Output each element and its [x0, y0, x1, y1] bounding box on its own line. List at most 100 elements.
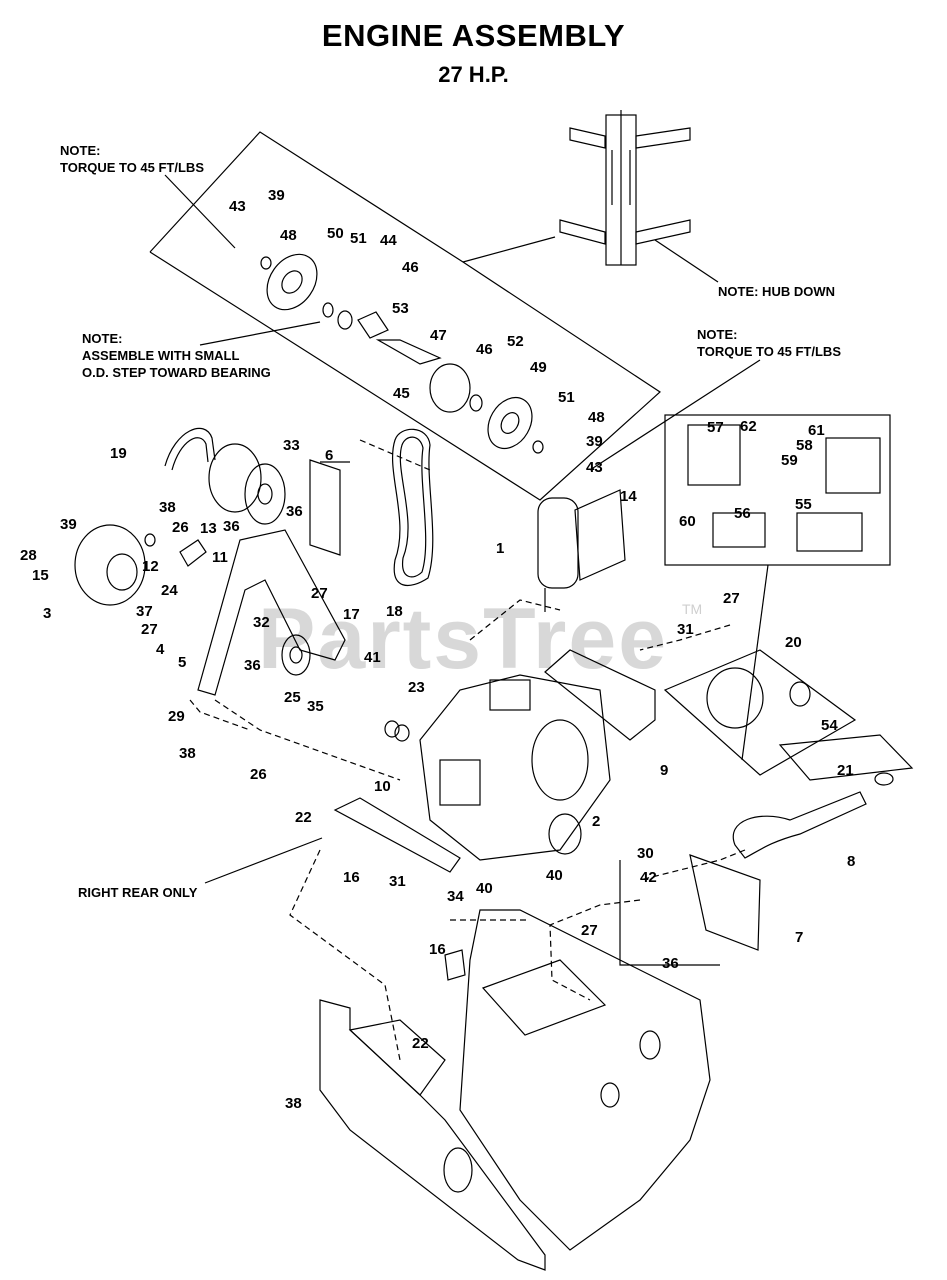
- callout-1: 1: [496, 540, 504, 557]
- hub-detail: [559, 110, 691, 266]
- callout-25: 25: [284, 689, 301, 706]
- callout-57: 57: [707, 419, 724, 436]
- callout-17: 17: [343, 606, 360, 623]
- callout-51: 51: [350, 230, 367, 247]
- watermark-tm: TM: [682, 601, 702, 617]
- callout-56: 56: [734, 505, 751, 522]
- callout-40: 40: [476, 880, 493, 897]
- note-assemble-step: NOTE: ASSEMBLE WITH SMALL O.D. STEP TOWA…: [82, 331, 271, 380]
- callout-36: 36: [662, 955, 679, 972]
- callout-23: 23: [408, 679, 425, 696]
- callout-52: 52: [507, 333, 524, 350]
- callout-49: 49: [530, 359, 547, 376]
- callout-36: 36: [286, 503, 303, 520]
- pulley-19-hub: [208, 443, 286, 525]
- callout-39: 39: [586, 433, 603, 450]
- callout-33: 33: [283, 437, 300, 454]
- callout-6: 6: [325, 447, 333, 464]
- callout-46: 46: [402, 259, 419, 276]
- note-torque-left: NOTE: TORQUE TO 45 FT/LBS: [60, 143, 204, 175]
- callout-58: 58: [796, 437, 813, 454]
- callout-9: 9: [660, 762, 668, 779]
- callout-60: 60: [679, 513, 696, 530]
- callout-15: 15: [32, 567, 49, 584]
- callout-61: 61: [808, 422, 825, 439]
- callout-45: 45: [393, 385, 410, 402]
- callout-26: 26: [172, 519, 189, 536]
- page-subtitle: 27 H.P.: [438, 62, 509, 87]
- callout-5: 5: [178, 654, 186, 671]
- callout-16: 16: [429, 941, 446, 958]
- callout-36: 36: [244, 657, 261, 674]
- callout-42: 42: [640, 869, 657, 886]
- callout-18: 18: [386, 603, 403, 620]
- callout-31: 31: [677, 621, 694, 638]
- callout-32: 32: [253, 614, 270, 631]
- callout-11: 11: [212, 549, 228, 566]
- callout-35: 35: [307, 698, 324, 715]
- callout-47: 47: [430, 327, 447, 344]
- callout-28: 28: [20, 547, 37, 564]
- callout-50: 50: [327, 225, 344, 242]
- air-cleaner-box: [663, 564, 857, 776]
- callout-4: 4: [156, 641, 165, 658]
- callout-38: 38: [285, 1095, 302, 1112]
- callout-27: 27: [311, 585, 328, 602]
- callout-31: 31: [389, 873, 406, 890]
- callout-39: 39: [60, 516, 77, 533]
- bracket-7: [619, 854, 761, 966]
- callout-38: 38: [159, 499, 176, 516]
- belt-18: [391, 428, 434, 586]
- callout-19: 19: [110, 445, 127, 462]
- callout-39: 39: [268, 187, 285, 204]
- callout-3: 3: [43, 605, 51, 622]
- callout-44: 44: [380, 232, 397, 249]
- callout-13: 13: [200, 520, 217, 537]
- note-hub-down: NOTE: HUB DOWN: [718, 284, 835, 299]
- engine-block: [419, 674, 611, 861]
- callout-54: 54: [821, 717, 838, 734]
- callout-2: 2: [592, 813, 600, 830]
- callout-46: 46: [476, 341, 493, 358]
- callout-48: 48: [280, 227, 297, 244]
- callout-22: 22: [412, 1035, 429, 1052]
- callout-27: 27: [141, 621, 158, 638]
- callout-36: 36: [223, 518, 240, 535]
- callout-24: 24: [161, 582, 178, 599]
- callout-26: 26: [250, 766, 267, 783]
- callout-34: 34: [447, 888, 464, 905]
- pulley-stack: [260, 253, 544, 454]
- muffler: [537, 489, 626, 612]
- chassis-frame: [319, 909, 711, 1271]
- callout-labels: 43 39 48 50 51 44 46 53 47 46 52 45 49 5…: [20, 187, 855, 1112]
- note-right-rear-only: RIGHT REAR ONLY: [78, 885, 198, 900]
- callout-14: 14: [620, 488, 637, 505]
- callout-27: 27: [723, 590, 740, 607]
- callout-16: 16: [343, 869, 360, 886]
- callout-7: 7: [795, 929, 803, 946]
- callout-38: 38: [179, 745, 196, 762]
- callout-37: 37: [136, 603, 153, 620]
- watermark-text: PartsTree: [258, 591, 668, 687]
- callout-29: 29: [168, 708, 185, 725]
- mounting-plates: [333, 649, 656, 873]
- pulley-assembly-frame: [149, 131, 661, 501]
- clutch-assembly: [74, 524, 207, 606]
- callout-62: 62: [740, 418, 757, 435]
- callout-43: 43: [229, 198, 246, 215]
- callout-41: 41: [364, 649, 381, 666]
- callout-43: 43: [586, 459, 603, 476]
- callout-22: 22: [295, 809, 312, 826]
- air-filter-inset: [664, 414, 891, 566]
- callout-51: 51: [558, 389, 575, 406]
- dashed-leaders: [189, 439, 746, 1061]
- callout-20: 20: [785, 634, 802, 651]
- callout-12: 12: [142, 558, 159, 575]
- callout-8: 8: [847, 853, 855, 870]
- note-torque-right: NOTE: TORQUE TO 45 FT/LBS: [697, 327, 841, 359]
- page-title: ENGINE ASSEMBLY: [321, 18, 626, 53]
- callout-30: 30: [637, 845, 654, 862]
- callout-53: 53: [392, 300, 409, 317]
- callout-21: 21: [837, 762, 854, 779]
- callout-55: 55: [795, 496, 812, 513]
